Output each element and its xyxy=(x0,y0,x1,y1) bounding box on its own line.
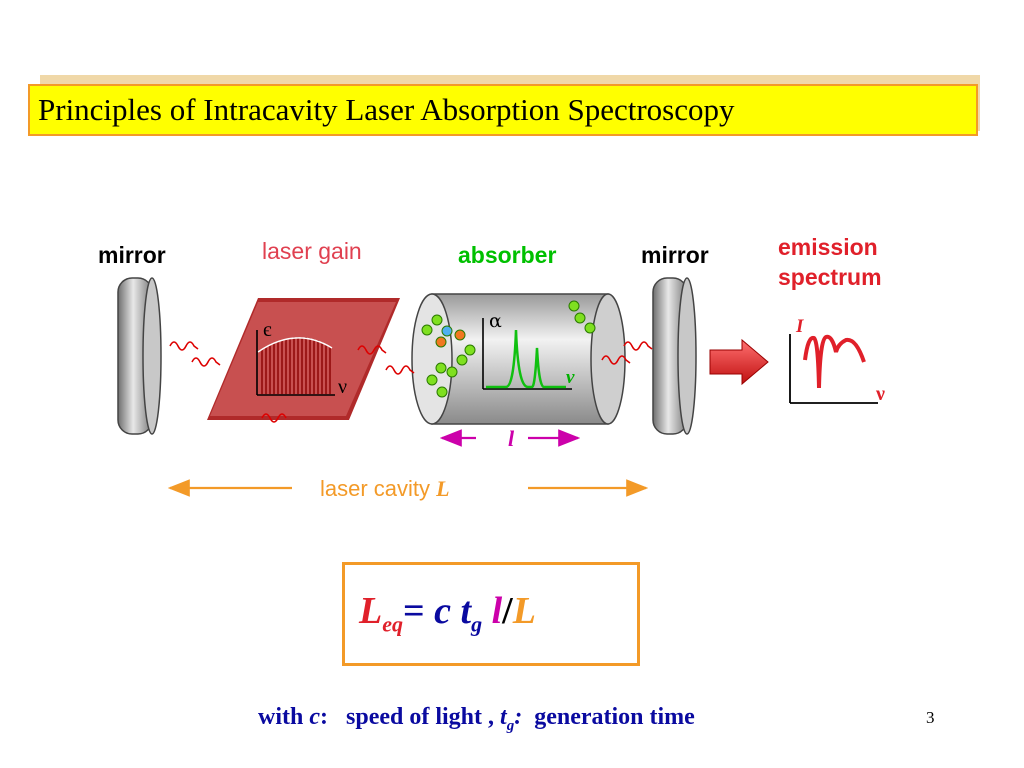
slide-title: Principles of Intracavity Laser Absorpti… xyxy=(38,92,735,127)
formula-L2: L xyxy=(512,590,536,632)
right-mirror xyxy=(652,277,697,435)
gain-y-axis-label: є xyxy=(263,319,272,341)
gain-x-axis-label: ν xyxy=(338,376,347,398)
laser-cavity-text: laser cavity xyxy=(320,476,431,501)
formula-L: L xyxy=(359,590,383,632)
absorber-y-axis-label: α xyxy=(489,310,502,332)
formula-equals: = xyxy=(402,590,425,632)
left-mirror xyxy=(117,277,162,435)
emission-y-axis-label: I xyxy=(795,316,804,337)
caption-gen: generation time xyxy=(534,704,695,730)
formula-c: c xyxy=(434,590,452,632)
absorber-length-label: l xyxy=(508,426,515,451)
mirror-right-label: mirror xyxy=(641,242,709,268)
caption-t: t xyxy=(500,704,507,730)
absorber-length-arrow: l xyxy=(439,426,581,451)
title-box: Principles of Intracavity Laser Absorpti… xyxy=(28,84,978,136)
absorber-x-axis-label: ν xyxy=(566,367,575,388)
formula-g-subscript: g xyxy=(471,611,483,637)
caption-colon2: : xyxy=(514,704,523,730)
absorption-peaks xyxy=(486,329,566,389)
absorber-cell: α ν xyxy=(411,293,626,425)
formula-l: l xyxy=(491,590,503,632)
equivalent-length-formula: Leq= c tg l/L xyxy=(359,589,536,638)
formula-box: Leq= c tg l/L xyxy=(342,562,640,666)
mode-comb xyxy=(261,337,331,394)
gain-emission-wave xyxy=(261,413,287,423)
formula-slash: / xyxy=(502,590,513,632)
page-number: 3 xyxy=(926,708,935,727)
emission-label-line1: emission xyxy=(778,234,878,260)
caption-g-subscript: g xyxy=(506,717,515,734)
formula-caption: with c: speed of light , tg: generation … xyxy=(258,704,695,735)
absorber-label: absorber xyxy=(458,242,557,268)
mirror-left-label: mirror xyxy=(98,242,166,268)
emission-spectrum-label: emission spectrum xyxy=(778,232,882,292)
caption-c: c xyxy=(309,704,320,730)
caption-with: with xyxy=(258,704,304,730)
output-arrow xyxy=(709,338,769,386)
laser-cavity-symbol: L xyxy=(436,476,450,501)
photon-waves xyxy=(169,341,653,375)
formula-t: t xyxy=(460,590,472,632)
gain-medium: є ν xyxy=(207,298,400,423)
caption-speed: speed of light , xyxy=(346,704,495,730)
emission-curve xyxy=(803,334,866,389)
laser-gain-label: laser gain xyxy=(262,238,362,264)
laser-cavity-label: laser cavity L xyxy=(320,476,450,502)
molecules xyxy=(421,300,596,398)
emission-x-axis-label: ν xyxy=(875,383,885,405)
emission-spectrum-plot: I ν xyxy=(789,316,885,405)
formula-eq-subscript: eq xyxy=(382,611,403,637)
caption-colon1: : xyxy=(320,704,328,730)
emission-label-line2: spectrum xyxy=(778,264,882,290)
